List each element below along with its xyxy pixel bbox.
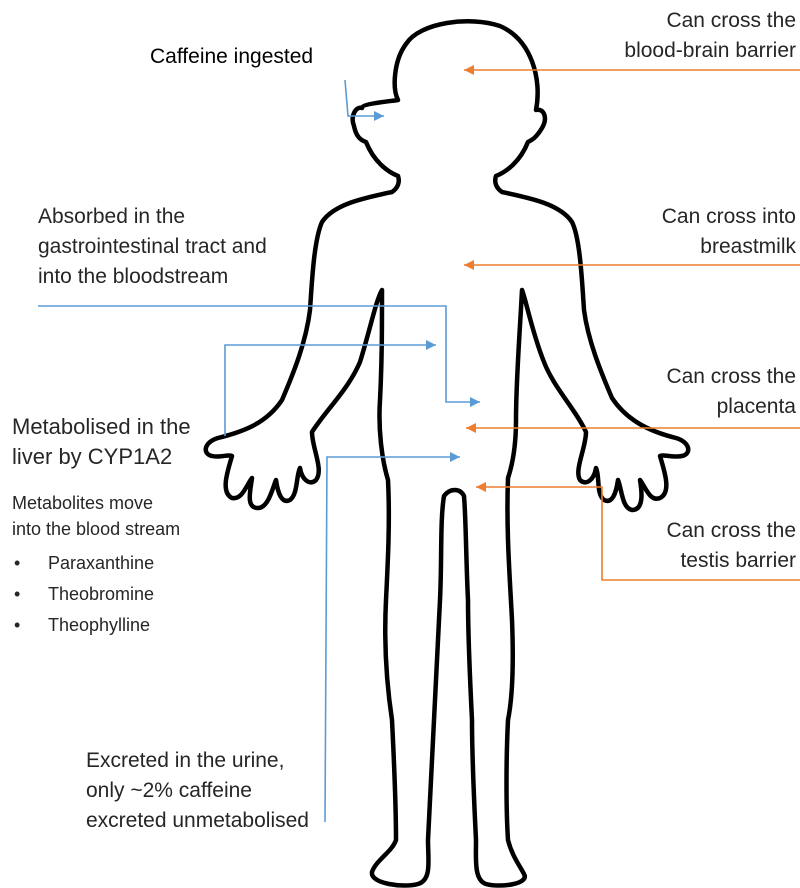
label-caffeine-ingested: Caffeine ingested <box>150 42 313 72</box>
label-breastmilk-line-1: Can cross into <box>662 202 796 232</box>
label-breastmilk: Can cross into breastmilk <box>662 202 796 262</box>
label-breastmilk-line-2: breastmilk <box>662 232 796 262</box>
label-metabolites-intro: Metabolites move into the blood stream <box>12 490 180 542</box>
label-excreted-line-3: excreted unmetabolised <box>86 806 309 836</box>
label-metabolites-intro-line-1: Metabolites move <box>12 490 180 516</box>
label-testis: Can cross the testis barrier <box>666 516 796 576</box>
label-placenta: Can cross the placenta <box>666 362 796 422</box>
label-blood-brain-line-2: blood-brain barrier <box>624 36 796 66</box>
label-testis-line-1: Can cross the <box>666 516 796 546</box>
metabolite-item: Theobromine <box>12 579 154 610</box>
label-absorbed: Absorbed in the gastrointestinal tract a… <box>38 202 267 292</box>
label-absorbed-line-2: gastrointestinal tract and <box>38 232 267 262</box>
label-excreted-line-2: only ~2% caffeine <box>86 776 309 806</box>
label-metabolised-line-2: liver by CYP1A2 <box>12 442 191 472</box>
label-excreted-line-1: Excreted in the urine, <box>86 746 309 776</box>
label-metabolised: Metabolised in the liver by CYP1A2 <box>12 412 191 472</box>
label-excreted: Excreted in the urine, only ~2% caffeine… <box>86 746 309 836</box>
label-absorbed-line-1: Absorbed in the <box>38 202 267 232</box>
label-testis-line-2: testis barrier <box>666 546 796 576</box>
label-blood-brain: Can cross the blood-brain barrier <box>624 6 796 66</box>
label-blood-brain-line-1: Can cross the <box>624 6 796 36</box>
metabolite-item: Paraxanthine <box>12 548 154 579</box>
connector-caffeine-ingested <box>345 80 384 116</box>
metabolite-item: Theophylline <box>12 610 154 641</box>
label-metabolised-line-1: Metabolised in the <box>12 412 191 442</box>
label-placenta-line-1: Can cross the <box>666 362 796 392</box>
label-placenta-line-2: placenta <box>666 392 796 422</box>
label-metabolites-intro-line-2: into the blood stream <box>12 516 180 542</box>
connector-absorbed <box>38 306 480 402</box>
label-absorbed-line-3: into the bloodstream <box>38 262 267 292</box>
metabolites-list: Paraxanthine Theobromine Theophylline <box>12 548 154 641</box>
